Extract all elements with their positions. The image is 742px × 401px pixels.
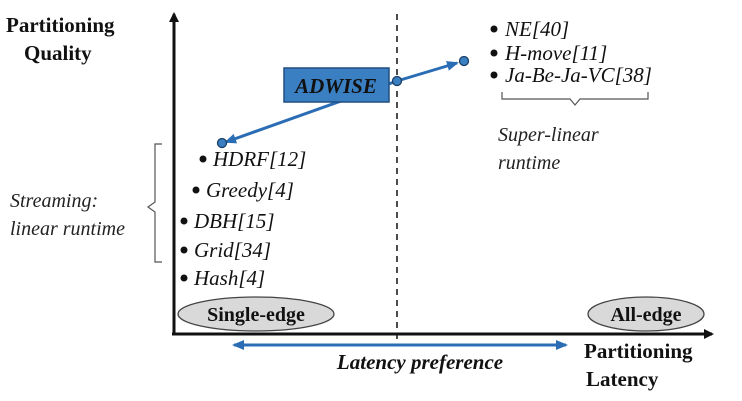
bullet-dot-icon: [180, 274, 188, 282]
item-ja-be-ja-vc: Ja-Be-Ja-VC[38]: [505, 63, 652, 87]
superlinear-label-line1: Super-linear: [498, 124, 599, 146]
adwise-center-dot-icon: [391, 75, 403, 87]
streaming-item: HDRF[12]: [199, 147, 306, 171]
bullet-dot-icon: [180, 246, 188, 254]
bullet-dot-icon: [192, 186, 200, 194]
all-edge-pill: [587, 296, 705, 332]
single-edge-label: Single-edge: [207, 304, 305, 326]
y-axis-label-line2: Quality: [24, 41, 92, 65]
x-axis-label-line1: Partitioning: [584, 339, 693, 363]
superlinear-endpoint-dot-icon: [458, 55, 470, 67]
latency-preference-label: Latency preference: [336, 350, 503, 374]
streaming-item: Hash[4]: [180, 266, 265, 290]
adwise-box: [283, 67, 390, 103]
streaming-label-line2: linear runtime: [10, 218, 125, 240]
y-axis-label-line1: Partitioning: [6, 13, 115, 37]
all-edge-label: All-edge: [610, 304, 681, 326]
superlinear-item: NE[40]: [490, 17, 569, 41]
superlinear-bracket: [501, 92, 649, 106]
superlinear-label-line2: runtime: [498, 152, 560, 174]
adwise-arrow-to-superlinear: [396, 61, 459, 83]
x-axis-label-line2: Latency: [586, 367, 659, 391]
adwise-label: ADWISE: [293, 74, 377, 98]
streaming-bracket: [146, 143, 162, 263]
single-edge-pill: [177, 296, 335, 332]
item-hdrf: HDRF[12]: [212, 147, 306, 171]
streaming-endpoint-dot-icon: [216, 137, 228, 149]
streaming-item: Greedy[4]: [192, 178, 294, 202]
streaming-item: Grid[34]: [180, 238, 271, 262]
streaming-label-line1: Streaming:: [10, 190, 98, 212]
item-dbh: DBH[15]: [193, 209, 275, 233]
bullet-dot-icon: [490, 49, 498, 57]
item-h-move: H-move[11]: [504, 41, 607, 65]
item-grid: Grid[34]: [194, 238, 271, 262]
bullet-dot-icon: [490, 71, 498, 79]
superlinear-item: Ja-Be-Ja-VC[38]: [490, 63, 652, 87]
bullet-dot-icon: [199, 155, 207, 163]
bullet-dot-icon: [180, 217, 188, 225]
item-greedy: Greedy[4]: [206, 178, 294, 202]
item-hash: Hash[4]: [193, 266, 265, 290]
bullet-dot-icon: [490, 25, 498, 33]
superlinear-item: H-move[11]: [490, 41, 607, 65]
item-ne: NE[40]: [504, 17, 569, 41]
streaming-item: DBH[15]: [180, 209, 275, 233]
